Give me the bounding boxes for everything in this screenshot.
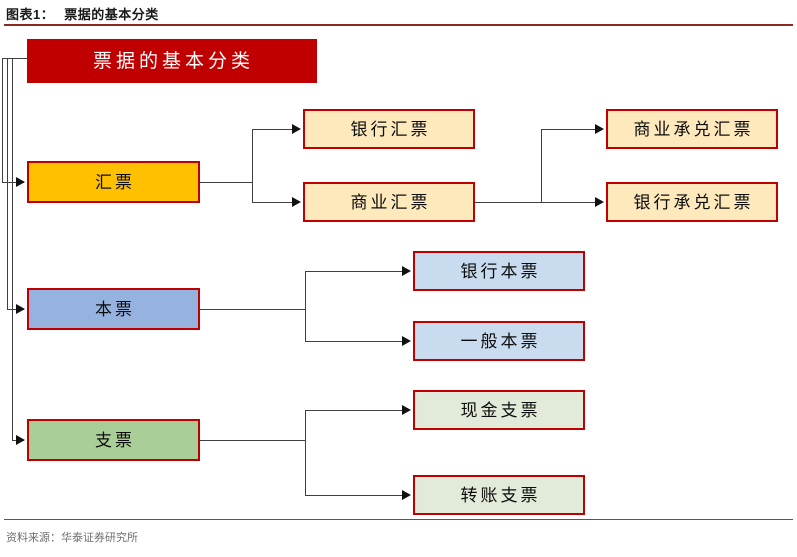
connector-huipiao-to-shangyehuipiao [252,202,294,203]
node-yinhanghuipiao: 银行汇票 [303,109,475,149]
arrow-to-yinhangchengdui [595,197,604,207]
node-yinhangchengduihuipiao: 银行承兑汇票 [606,182,778,222]
node-yibanbenpiao: 一般本票 [413,321,585,361]
arrow-to-yibanbenpiao [402,336,411,346]
node-yinhangbenpiao: 银行本票 [413,251,585,291]
connector-root-to-zhipiao-v [12,58,13,441]
connector-huipiao-stem [200,182,252,183]
connector-to-shangyechengdui [541,129,597,130]
connector-root-to-huipiao-h [2,182,24,183]
figure-number: 图表1： [6,7,55,22]
arrow-to-yinhangbenpiao [402,266,411,276]
arrow-root-to-zhipiao [16,435,25,445]
connector-zhipiao-spine [305,410,306,495]
figure-title-text: 票据的基本分类 [64,7,159,22]
connector-to-yinhangchengdui [541,202,597,203]
node-shangyehuipiao: 商业汇票 [303,182,475,222]
connector-root-to-huipiao-v [2,58,3,183]
arrow-to-xianjinzhipiao [402,405,411,415]
node-benpiao: 本票 [27,288,200,330]
arrow-to-shangyechengdui [595,124,604,134]
node-xianjinzhipiao: 现金支票 [413,390,585,430]
arrow-root-to-huipiao [16,177,25,187]
connector-root-stub [2,58,28,59]
title-divider [4,24,793,26]
arrow-to-shangyehuipiao [292,197,301,207]
arrow-to-yinhanghuipiao [292,124,301,134]
connector-to-zhuanzhangzhipiao [305,495,404,496]
node-root: 票据的基本分类 [27,39,317,83]
connector-root-to-benpiao-h [7,309,24,310]
connector-to-xianjinzhipiao [305,410,404,411]
node-shangyechengduihuipiao: 商业承兑汇票 [606,109,778,149]
connector-to-yinhangbenpiao [305,271,404,272]
node-huipiao: 汇票 [27,161,200,203]
arrow-to-zhuanzhangzhipiao [402,490,411,500]
connector-shangyehuipiao-spine [541,129,542,203]
node-zhuanzhangzhipiao: 转账支票 [413,475,585,515]
connector-benpiao-stem [200,309,305,310]
connector-benpiao-spine [305,271,306,341]
connector-shangyehuipiao-stem [475,202,541,203]
connector-to-yibanbenpiao [305,341,404,342]
source-note: 资料来源：华泰证券研究所 [6,532,138,544]
footer-divider [4,519,793,520]
connector-root-to-benpiao-v [7,58,8,310]
figure-caption: 图表1： 票据的基本分类 [6,4,159,23]
arrow-root-to-benpiao [16,304,25,314]
connector-zhipiao-stem [200,440,305,441]
node-zhipiao: 支票 [27,419,200,461]
connector-huipiao-spine [252,129,253,203]
connector-huipiao-to-yinhanghuipiao [252,129,294,130]
